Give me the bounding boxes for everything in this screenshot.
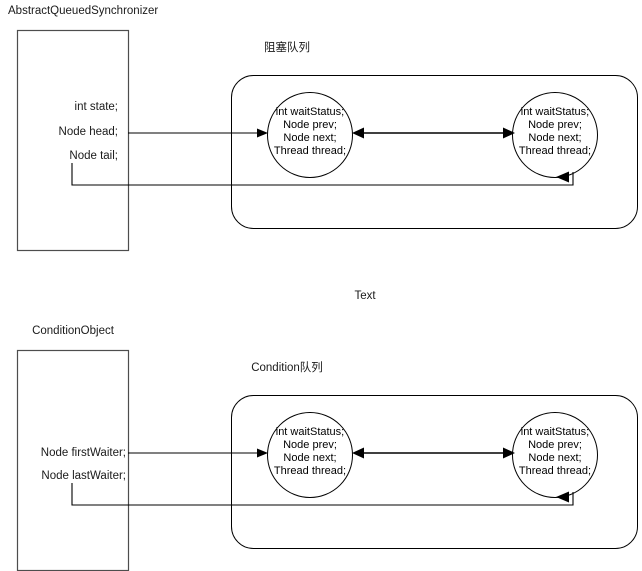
- middle-text-label: Text: [354, 290, 376, 302]
- condition-lastwaiter-connector: [71, 483, 574, 506]
- aqs-tail-connector: [71, 163, 574, 186]
- aqs-queue-container: [231, 75, 638, 229]
- condition-node-1-circle: [267, 412, 353, 498]
- condition-class-box: [16, 349, 130, 571]
- condition-class-label: ConditionObject: [32, 325, 115, 337]
- aqs-tail-arrowhead-icon: [556, 171, 569, 183]
- aqs-queue-label: 阻塞队列: [264, 40, 310, 54]
- aqs-node-1-line-0: int waitStatus;: [276, 106, 344, 118]
- condition-lastwaiter-arrowhead-icon: [556, 491, 569, 503]
- condition-node-2-line-1: Node prev;: [528, 439, 582, 451]
- condition-node-1-line-3: Thread thread;: [274, 465, 346, 477]
- condition-node-2-line-3: Thread thread;: [519, 465, 591, 477]
- aqs-node-1-circle: [267, 92, 353, 178]
- aqs-node-1-line-1: Node prev;: [283, 119, 337, 131]
- aqs-class-label: AbstractQueuedSynchronizer: [8, 5, 158, 17]
- aqs-node-2-line-2: Node next;: [528, 132, 581, 144]
- aqs-node-2-line-1: Node prev;: [528, 119, 582, 131]
- condition-node-1-line-2: Node next;: [283, 452, 336, 464]
- condition-node-2-circle: [512, 412, 598, 498]
- condition-node-link-arrowhead-right-icon: [503, 447, 515, 459]
- aqs-class-box: [16, 29, 130, 252]
- condition-node-2-line-0: int waitStatus;: [521, 426, 589, 438]
- condition-field-lastwaiter: Node lastWaiter;: [41, 470, 126, 482]
- aqs-node-1-line-2: Node next;: [283, 132, 336, 144]
- condition-queue-container: [231, 395, 638, 549]
- condition-field-firstwaiter: Node firstWaiter;: [41, 447, 126, 459]
- aqs-field-head: Node head;: [59, 126, 118, 138]
- aqs-node-2-circle: [512, 92, 598, 178]
- aqs-node-link-arrowhead-left-icon: [352, 127, 364, 139]
- aqs-field-state: int state;: [75, 101, 118, 113]
- condition-node-1-line-1: Node prev;: [283, 439, 337, 451]
- condition-node-1-line-0: int waitStatus;: [276, 426, 344, 438]
- aqs-node-link-arrowhead-right-icon: [503, 127, 515, 139]
- aqs-head-arrowhead-icon: [257, 128, 268, 138]
- condition-queue-label: Condition队列: [251, 360, 323, 374]
- condition-firstwaiter-arrowhead-icon: [257, 448, 268, 458]
- aqs-node-2-line-0: int waitStatus;: [521, 106, 589, 118]
- aqs-node-1-line-3: Thread thread;: [274, 145, 346, 157]
- condition-node-link-arrowhead-left-icon: [352, 447, 364, 459]
- condition-node-2-line-2: Node next;: [528, 452, 581, 464]
- aqs-node-2-line-3: Thread thread;: [519, 145, 591, 157]
- aqs-field-tail: Node tail;: [69, 150, 118, 162]
